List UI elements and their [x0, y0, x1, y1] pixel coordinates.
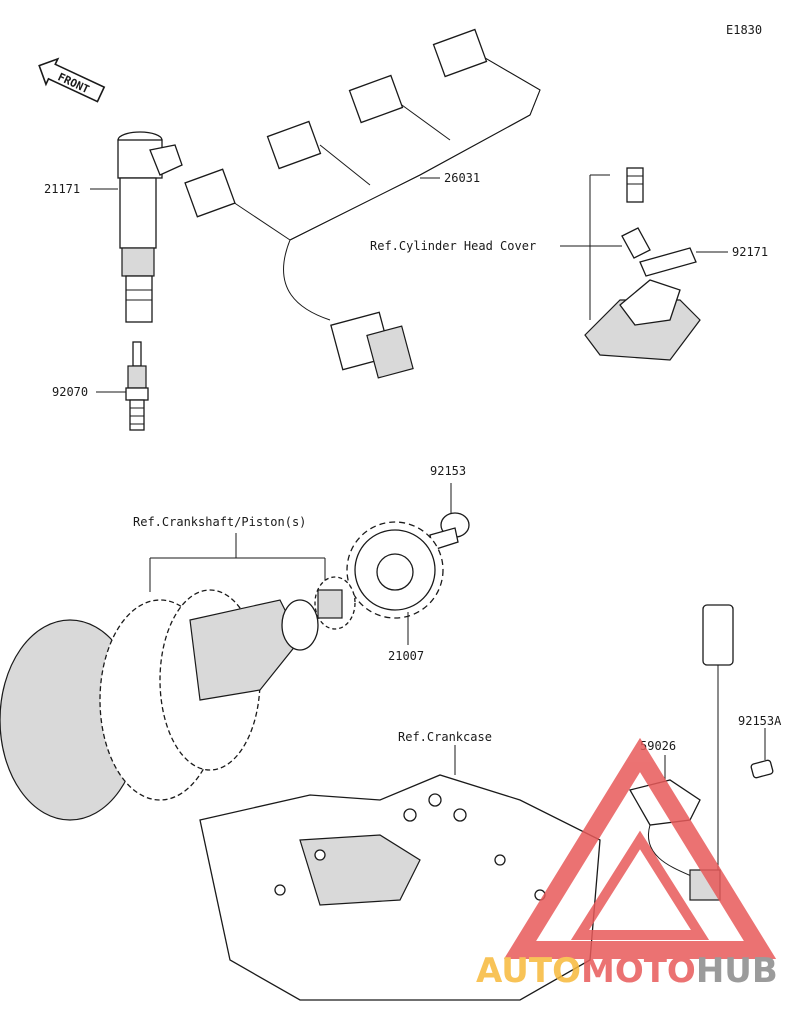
rotor-bolt [429, 512, 470, 551]
watermark-text-a: AUTO [476, 951, 581, 991]
front-arrow-icon: FRONT [38, 57, 106, 103]
spark-plug [125, 341, 149, 431]
svg-text:AUTOMOTOHUB: AUTOMOTOHUB [476, 951, 778, 991]
ignition-coil [117, 131, 183, 323]
callout-clamp: 92171 [732, 245, 768, 259]
automotohub-watermark-logo: AUTOMOTOHUB [476, 737, 778, 991]
callout-rotor-bolt: 92153 [430, 464, 466, 478]
crankshaft-assembly [0, 576, 356, 821]
ref-cylinder-head-cover: Ref.Cylinder Head Cover [370, 239, 536, 253]
watermark-text-c: HUB [696, 951, 778, 991]
crankcase [199, 774, 601, 1001]
ref-crankcase: Ref.Crankcase [398, 730, 492, 744]
callout-sensor-bolt: 92153A [738, 714, 782, 728]
head-cover-assembly [584, 167, 701, 361]
callout-spark-plug: 92070 [52, 385, 88, 399]
timing-rotor [346, 521, 444, 619]
sensor-bolt [750, 759, 774, 779]
wiring-harness [184, 28, 541, 379]
diagram-code: E1830 [726, 23, 762, 37]
callout-harness: 26031 [444, 171, 480, 185]
callout-crank-sensor: 59026 [640, 739, 676, 753]
watermark-text-b: MOTO [581, 951, 696, 991]
callout-timing-rotor: 21007 [388, 649, 424, 663]
ref-crankshaft-pistons: Ref.Crankshaft/Piston(s) [133, 515, 306, 529]
callout-ignition-coil: 21171 [44, 182, 80, 196]
